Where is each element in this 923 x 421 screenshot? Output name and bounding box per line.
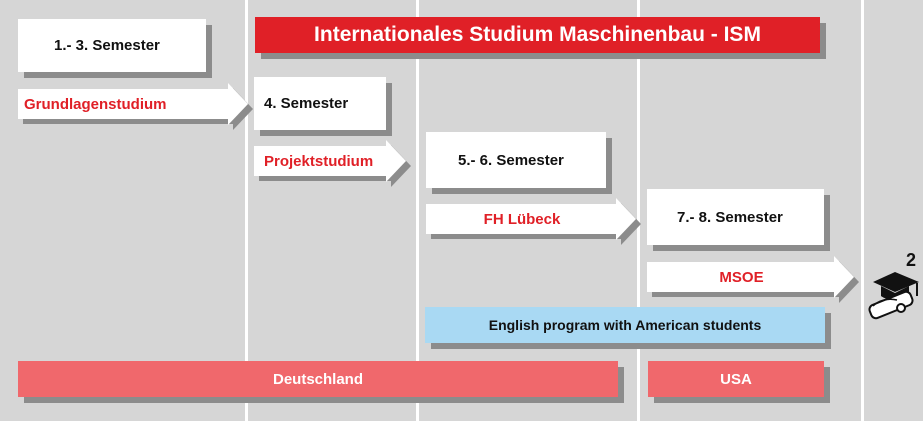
graduation-cap-diploma-icon <box>868 272 919 320</box>
phase-label: Projektstudium <box>254 146 388 176</box>
arrow-tip <box>386 140 406 182</box>
column-divider <box>245 0 248 421</box>
phase-arrow: MSOE <box>647 256 854 298</box>
phase-label: MSOE <box>647 262 836 292</box>
phase-arrow: Projektstudium <box>254 140 406 182</box>
program-title: Internationales Studium Maschinenbau - I… <box>255 17 820 53</box>
column-divider <box>416 0 419 421</box>
country-bar-germany: Deutschland <box>18 361 618 397</box>
semester-box: 4. Semester <box>254 77 386 130</box>
column-divider <box>861 0 864 421</box>
english-program-bar: English program with American students <box>425 307 825 343</box>
arrow-tip <box>616 198 636 240</box>
semester-box: 1.- 3. Semester <box>18 19 206 72</box>
degree-number: 2 <box>906 250 917 270</box>
phase-label: FH Lübeck <box>426 204 618 234</box>
arrow-tip <box>228 83 248 125</box>
arrow-tip <box>834 256 854 298</box>
country-bar-usa: USA <box>648 361 824 397</box>
semester-box: 5.- 6. Semester <box>426 132 606 188</box>
column-divider <box>637 0 640 421</box>
phase-arrow: Grundlagenstudium <box>18 83 248 125</box>
phase-label: Grundlagenstudium <box>18 89 230 119</box>
semester-box: 7.- 8. Semester <box>647 189 824 245</box>
phase-arrow: FH Lübeck <box>426 198 636 240</box>
